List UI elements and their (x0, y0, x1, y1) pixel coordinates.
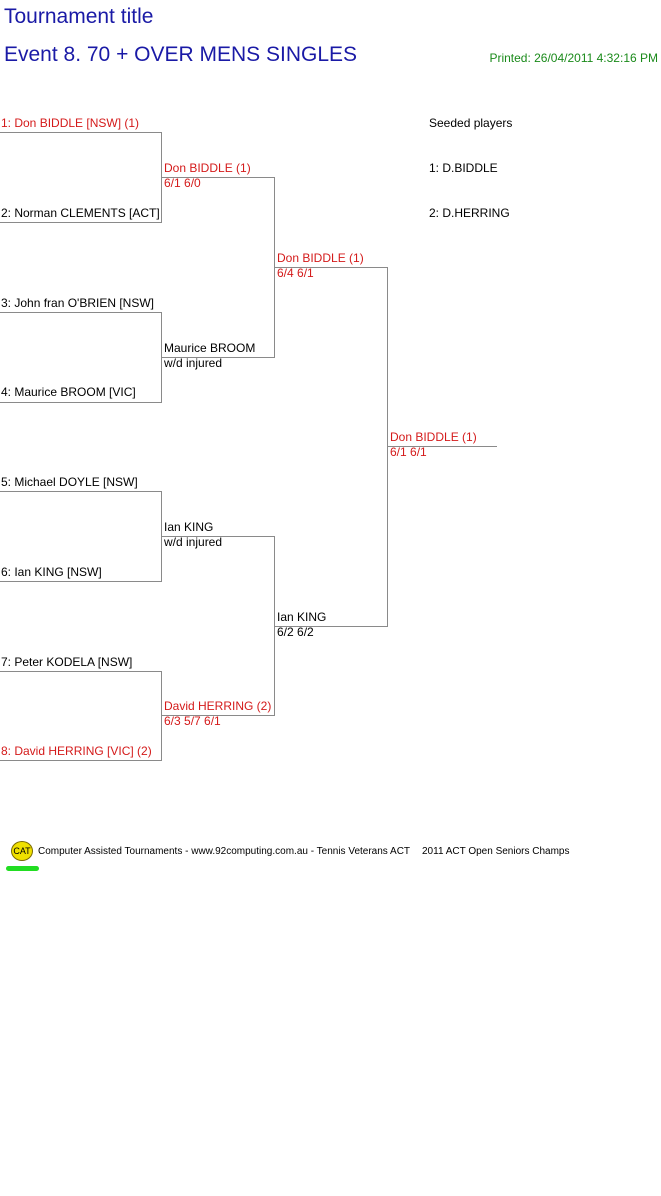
round2-winner-1: Don BIDDLE (1) (164, 161, 251, 175)
footer-event-name: 2011 ACT Open Seniors Champs (422, 846, 570, 857)
round3-score-2: 6/2 6/2 (277, 625, 314, 639)
draw-slot-2: 2: Norman CLEMENTS [ACT] (1, 206, 160, 220)
bracket-line (161, 357, 274, 358)
bracket-line (387, 446, 497, 447)
round3-winner-1: Don BIDDLE (1) (277, 251, 364, 265)
seeded-player-1: 1: D.BIDDLE (429, 161, 498, 175)
round2-winner-3: Ian KING (164, 520, 214, 534)
bracket-line (274, 626, 387, 627)
draw-slot-3: 3: John fran O'BRIEN [NSW] (1, 296, 155, 310)
bracket-line (0, 132, 161, 133)
round3-score-1: 6/4 6/1 (277, 266, 314, 280)
round2-score-1: 6/1 6/0 (164, 176, 201, 190)
event-title: Event 8. 70 + OVER MENS SINGLES (4, 43, 358, 66)
champion-name: Don BIDDLE (1) (390, 430, 477, 444)
bracket-line (161, 715, 274, 716)
bracket-line (161, 177, 274, 178)
bracket-connector (387, 267, 388, 627)
bracket-line (274, 267, 387, 268)
draw-slot-6: 6: Ian KING [NSW] (1, 565, 102, 579)
bracket-line (0, 581, 161, 582)
bracket-connector (161, 671, 162, 761)
bracket-line (0, 402, 161, 403)
bracket-line (0, 671, 161, 672)
tournament-title: Tournament title (4, 5, 154, 28)
draw-slot-1: 1: Don BIDDLE [NSW] (1) (1, 116, 140, 130)
seeded-player-2: 2: D.HERRING (429, 206, 510, 220)
logo-underline (6, 866, 39, 871)
bracket-line (161, 536, 274, 537)
draw-slot-4: 4: Maurice BROOM [VIC] (1, 385, 136, 399)
draw-slot-7: 7: Peter KODELA [NSW] (1, 655, 133, 669)
round2-score-2: w/d injured (164, 356, 223, 370)
footer-credit: Computer Assisted Tournaments - www.92co… (38, 846, 411, 857)
round2-winner-2: Maurice BROOM (164, 341, 256, 355)
bracket-line (0, 312, 161, 313)
round2-score-4: 6/3 5/7 6/1 (164, 714, 221, 728)
draw-slot-8: 8: David HERRING [VIC] (2) (1, 744, 152, 758)
round3-winner-2: Ian KING (277, 610, 327, 624)
bracket-line (0, 491, 161, 492)
seeded-heading: Seeded players (429, 116, 513, 130)
round2-winner-4: David HERRING (2) (164, 699, 272, 713)
draw-slot-5: 5: Michael DOYLE [NSW] (1, 475, 138, 489)
bracket-line (0, 222, 161, 223)
champion-score: 6/1 6/1 (390, 445, 427, 459)
printed-timestamp: Printed: 26/04/2011 4:32:16 PM (489, 51, 658, 65)
bracket-line (0, 760, 161, 761)
round2-score-3: w/d injured (164, 535, 223, 549)
cat-logo-icon: CAT (11, 841, 33, 861)
